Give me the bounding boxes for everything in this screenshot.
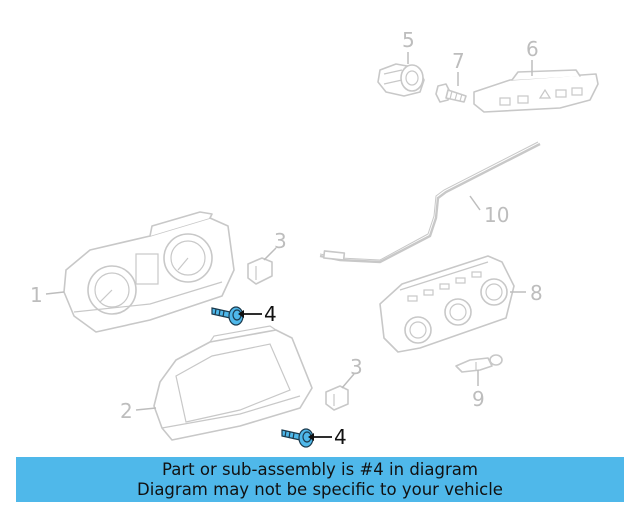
callout-10: 10 (484, 203, 509, 227)
leader-10 (469, 195, 481, 211)
callout-7: 7 (452, 49, 465, 73)
callout-5: 5 (402, 28, 415, 52)
callout-1: 1 (30, 283, 43, 307)
part-3-clip-lower (325, 385, 349, 411)
leader-2 (135, 407, 157, 411)
part-4-screw-lower (281, 428, 314, 448)
part-9-sensor (455, 354, 503, 373)
part-7-bolt (435, 83, 467, 103)
leader-4-lower-arrow (308, 433, 314, 441)
parts-diagram: 5 7 6 10 1 (30, 28, 599, 449)
leader-3-upper (263, 247, 277, 261)
info-banner: Part or sub-assembly is #4 in diagram Di… (16, 457, 624, 502)
callout-3-lower: 3 (350, 355, 363, 379)
callout-9: 9 (472, 387, 485, 411)
callout-2: 2 (120, 399, 133, 423)
leader-4-upper-arrow (238, 310, 244, 318)
callout-8: 8 (530, 281, 543, 305)
part-2-cluster-lens (153, 325, 313, 441)
banner-line-2: Diagram may not be specific to your vehi… (137, 479, 503, 499)
part-5-switch-knob (377, 63, 425, 97)
part-4-screw-upper (211, 306, 244, 326)
leader-3-lower (341, 373, 355, 389)
callout-4-lower[interactable]: 4 (334, 425, 347, 449)
part-3-clip-upper (247, 257, 273, 285)
leader-1 (45, 291, 65, 295)
callout-4-upper[interactable]: 4 (264, 302, 277, 326)
part-10-cable (319, 141, 541, 264)
callout-6: 6 (526, 37, 539, 61)
part-6-switch-panel (473, 69, 599, 113)
callout-3-upper: 3 (274, 229, 287, 253)
part-8-climate-control (379, 255, 515, 353)
banner-line-1: Part or sub-assembly is #4 in diagram (162, 459, 478, 479)
part-1-instrument-cluster (63, 211, 235, 333)
